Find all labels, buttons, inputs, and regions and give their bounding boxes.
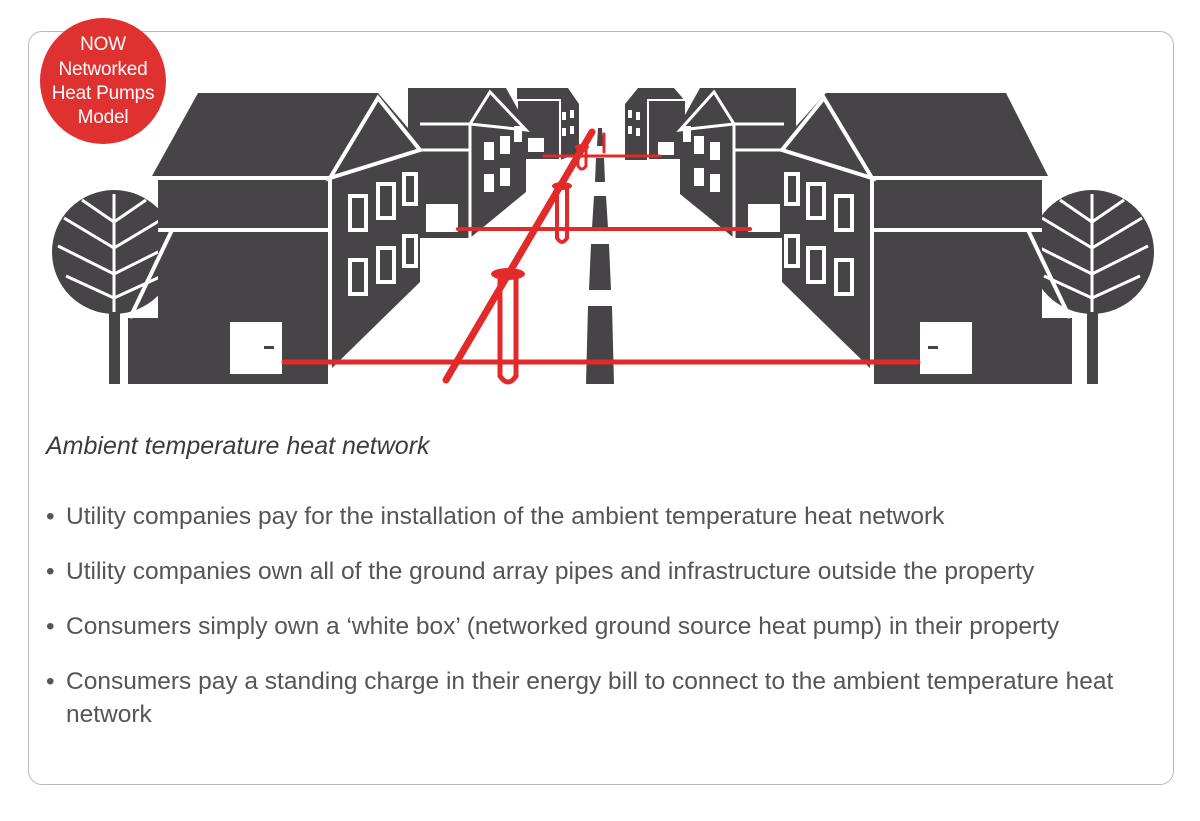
bullet-item: • Utility companies own all of the ground… — [46, 555, 1176, 588]
model-badge: NOW Networked Heat Pumps Model — [40, 18, 166, 144]
house-right-far — [625, 88, 687, 161]
bullet-dot: • — [46, 558, 55, 585]
house-right-near — [778, 93, 1072, 384]
bullet-text: Consumers pay a standing charge in their… — [66, 668, 1114, 728]
bullet-text: Consumers simply own a ‘white box’ (netw… — [66, 613, 1060, 640]
house-left-far — [516, 88, 579, 161]
borehole-caps — [491, 144, 589, 280]
bullet-dot: • — [46, 503, 55, 530]
badge-line-1: NOW — [80, 33, 126, 55]
bullet-item: • Utility companies pay for the installat… — [46, 500, 1176, 533]
road-centerline — [586, 128, 614, 384]
house-right-mid — [676, 88, 796, 238]
bullet-text: Utility companies pay for the installati… — [66, 503, 945, 530]
badge-line-2: Networked — [58, 58, 148, 80]
bullet-text: Utility companies own all of the ground … — [66, 558, 1035, 585]
bullet-dot: • — [46, 613, 55, 640]
street-illustration — [52, 88, 1154, 385]
bullet-list: • Utility companies pay for the installat… — [46, 500, 1176, 753]
heat-network-pipes — [281, 128, 921, 385]
bullet-item: • Consumers simply own a ‘white box’ (net… — [46, 610, 1176, 643]
diagram-caption: Ambient temperature heat network — [46, 432, 430, 460]
badge-line-3: Heat Pumps — [51, 82, 155, 104]
bullet-dot: • — [46, 668, 55, 695]
house-left-near — [128, 93, 424, 384]
house-left-mid — [408, 88, 530, 238]
tree-right — [1030, 190, 1154, 384]
bullet-item: • Consumers pay a standing charge in thei… — [46, 665, 1176, 731]
badge-line-4: Model — [77, 106, 129, 128]
